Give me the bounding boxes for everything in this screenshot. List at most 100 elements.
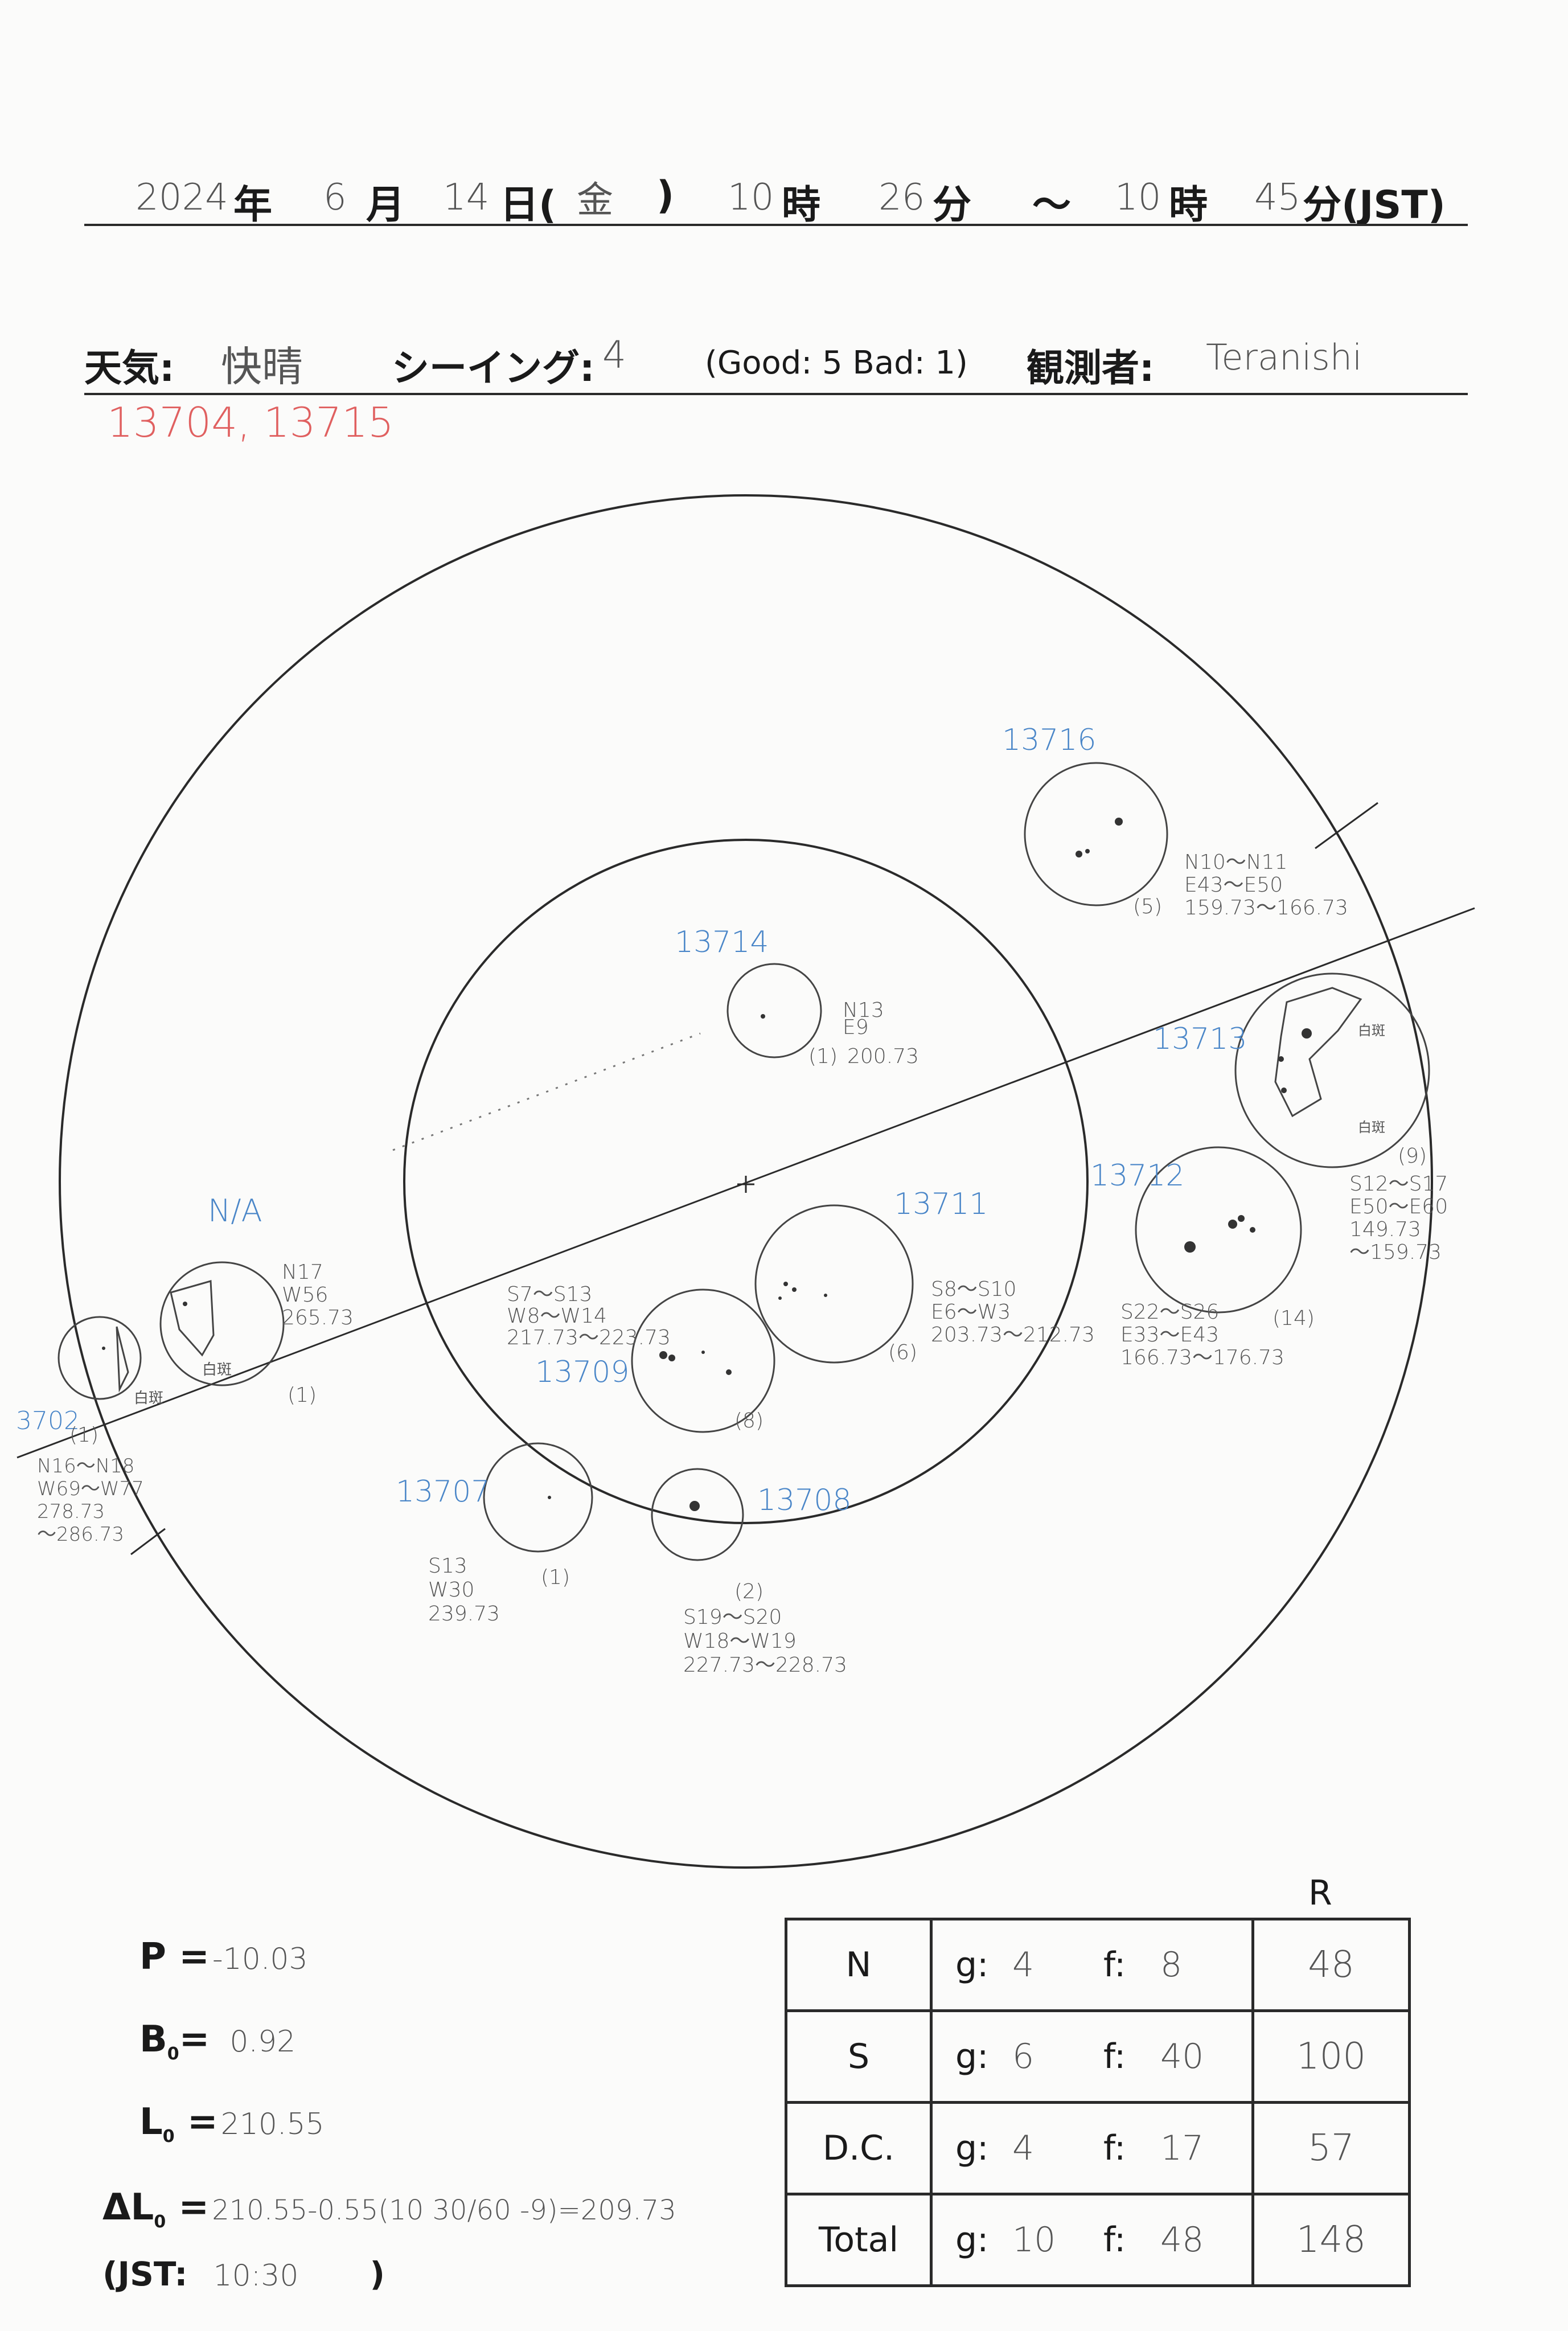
day-paren-close: ) (656, 173, 675, 218)
table-row: S g:6 f:40 100 (785, 2009, 1411, 2104)
g-value: 4 (1012, 1945, 1035, 1985)
observer-value: Teranishi (1206, 336, 1362, 378)
r-value: 100 (1251, 2009, 1411, 2104)
outer-disk-circle (59, 494, 1433, 1869)
start-hour-value: 10 (728, 177, 774, 219)
g-value: 6 (1012, 2037, 1035, 2076)
weekday-value: 金 (577, 179, 613, 221)
header-rule-1 (84, 224, 1468, 226)
group-na-outline (159, 1261, 285, 1386)
group-13707-outline (483, 1442, 593, 1553)
label-13707: 13707 (396, 1475, 490, 1509)
label-13709: 13709 (535, 1355, 630, 1389)
month-unit: 月 (366, 183, 405, 228)
count-13708: (2) (734, 1580, 764, 1603)
label-3702: 3702 (16, 1406, 80, 1435)
g-value: 10 (1012, 2220, 1056, 2260)
f-value: 17 (1160, 2128, 1204, 2168)
param-p: P = -10.03 (139, 1936, 308, 1978)
count-13714: (1) (808, 1045, 838, 1068)
row-label: N (785, 1918, 933, 2012)
3702-faculae-shape (116, 1326, 129, 1393)
r-value: 48 (1251, 1918, 1411, 2012)
table-row: D.C. g:4 f:17 57 (785, 2101, 1411, 2195)
weather-label: 天気: (84, 346, 175, 390)
group-3702-outline (58, 1316, 142, 1400)
start-hour-unit: 時 (782, 183, 821, 228)
group-13716-outline (1024, 762, 1168, 906)
13713-faculae-shape (1274, 987, 1362, 1118)
seeing-scale: (Good: 5 Bad: 1) (705, 344, 968, 381)
group-13708-outline (651, 1468, 744, 1561)
weather-value: 快晴 (221, 343, 303, 391)
end-hour-value: 10 (1115, 177, 1161, 219)
param-l0: L0 = 210.55 (139, 2101, 325, 2147)
row-label: Total (785, 2193, 933, 2287)
r-value: 148 (1251, 2193, 1411, 2287)
longitude-13714: 200.73 (847, 1045, 919, 1068)
month-value: 6 (323, 177, 347, 219)
label-13708: 13708 (757, 1483, 852, 1517)
f-value: 8 (1160, 1945, 1183, 1985)
end-min-value: 45 (1254, 177, 1301, 219)
dotted-track (392, 1032, 701, 1151)
year-unit: 年 (233, 183, 273, 228)
param-jst: (JST: 10:30 ) (102, 2255, 385, 2293)
r-value: 57 (1251, 2101, 1411, 2195)
tick-bottom-left (130, 1528, 166, 1556)
label-na: N/A (208, 1193, 262, 1229)
label-13716: 13716 (1002, 723, 1097, 757)
na-faculae-shape (170, 1280, 215, 1357)
observation-datetime: 2024 年 6 月 14 日( 金 ) 10 時 26 分 ～ 10 時 45… (84, 171, 1468, 233)
f-value: 48 (1160, 2220, 1204, 2260)
g-value: 4 (1012, 2128, 1035, 2168)
header-rule-2 (84, 393, 1468, 395)
day-value: 14 (443, 177, 490, 219)
group-13711-outline (754, 1204, 914, 1364)
count-3702: (1) (69, 1423, 98, 1447)
red-note: 13704, 13715 (107, 399, 394, 446)
start-min-value: 26 (879, 177, 925, 219)
param-dl0: ΔL0 = 210.55-0.55(10 30/60 -9)=209.73 (102, 2186, 676, 2232)
label-13714: 13714 (675, 925, 769, 959)
day-unit: 日( (500, 183, 557, 228)
count-13713: (9) (1398, 1144, 1427, 1168)
group-13709-outline (631, 1288, 775, 1433)
time-range-tilde: ～ (1032, 183, 1072, 228)
observation-conditions: 天気: 快晴 シーイング: 4 (Good: 5 Bad: 1) 観測者: Te… (84, 333, 1468, 396)
tick-top-right (1315, 802, 1378, 849)
count-13707: (1) (541, 1566, 570, 1589)
end-min-unit: 分(JST) (1303, 183, 1446, 228)
faculae-label-13713a: 白斑 (1358, 1023, 1385, 1039)
seeing-value: 4 (602, 333, 626, 377)
label-13713: 13713 (1153, 1022, 1247, 1056)
count-13709: (8) (734, 1409, 764, 1433)
group-13713-outline (1234, 972, 1430, 1168)
end-hour-unit: 時 (1169, 183, 1208, 228)
count-13712: (14) (1273, 1307, 1315, 1330)
inner-disk-circle (403, 839, 1089, 1524)
label-13712: 13712 (1090, 1159, 1185, 1193)
faculae-label-na: 白斑 (202, 1361, 232, 1378)
group-13714-outline (726, 963, 822, 1058)
count-na: (1) (288, 1384, 317, 1407)
table-row: Total g:10 f:48 148 (785, 2193, 1411, 2287)
row-label: D.C. (785, 2101, 933, 2195)
group-13712-outline (1135, 1146, 1302, 1314)
start-min-unit: 分 (933, 183, 972, 228)
year-value: 2024 (136, 177, 228, 219)
row-label: S (785, 2009, 933, 2104)
observer-label: 観測者: (1027, 346, 1155, 390)
param-b0: B0= 0.92 (139, 2018, 296, 2064)
faculae-label-13713b: 白斑 (1358, 1119, 1385, 1135)
table-row: N g:4 f:8 48 (785, 1918, 1411, 2012)
count-13711: (6) (888, 1341, 917, 1364)
